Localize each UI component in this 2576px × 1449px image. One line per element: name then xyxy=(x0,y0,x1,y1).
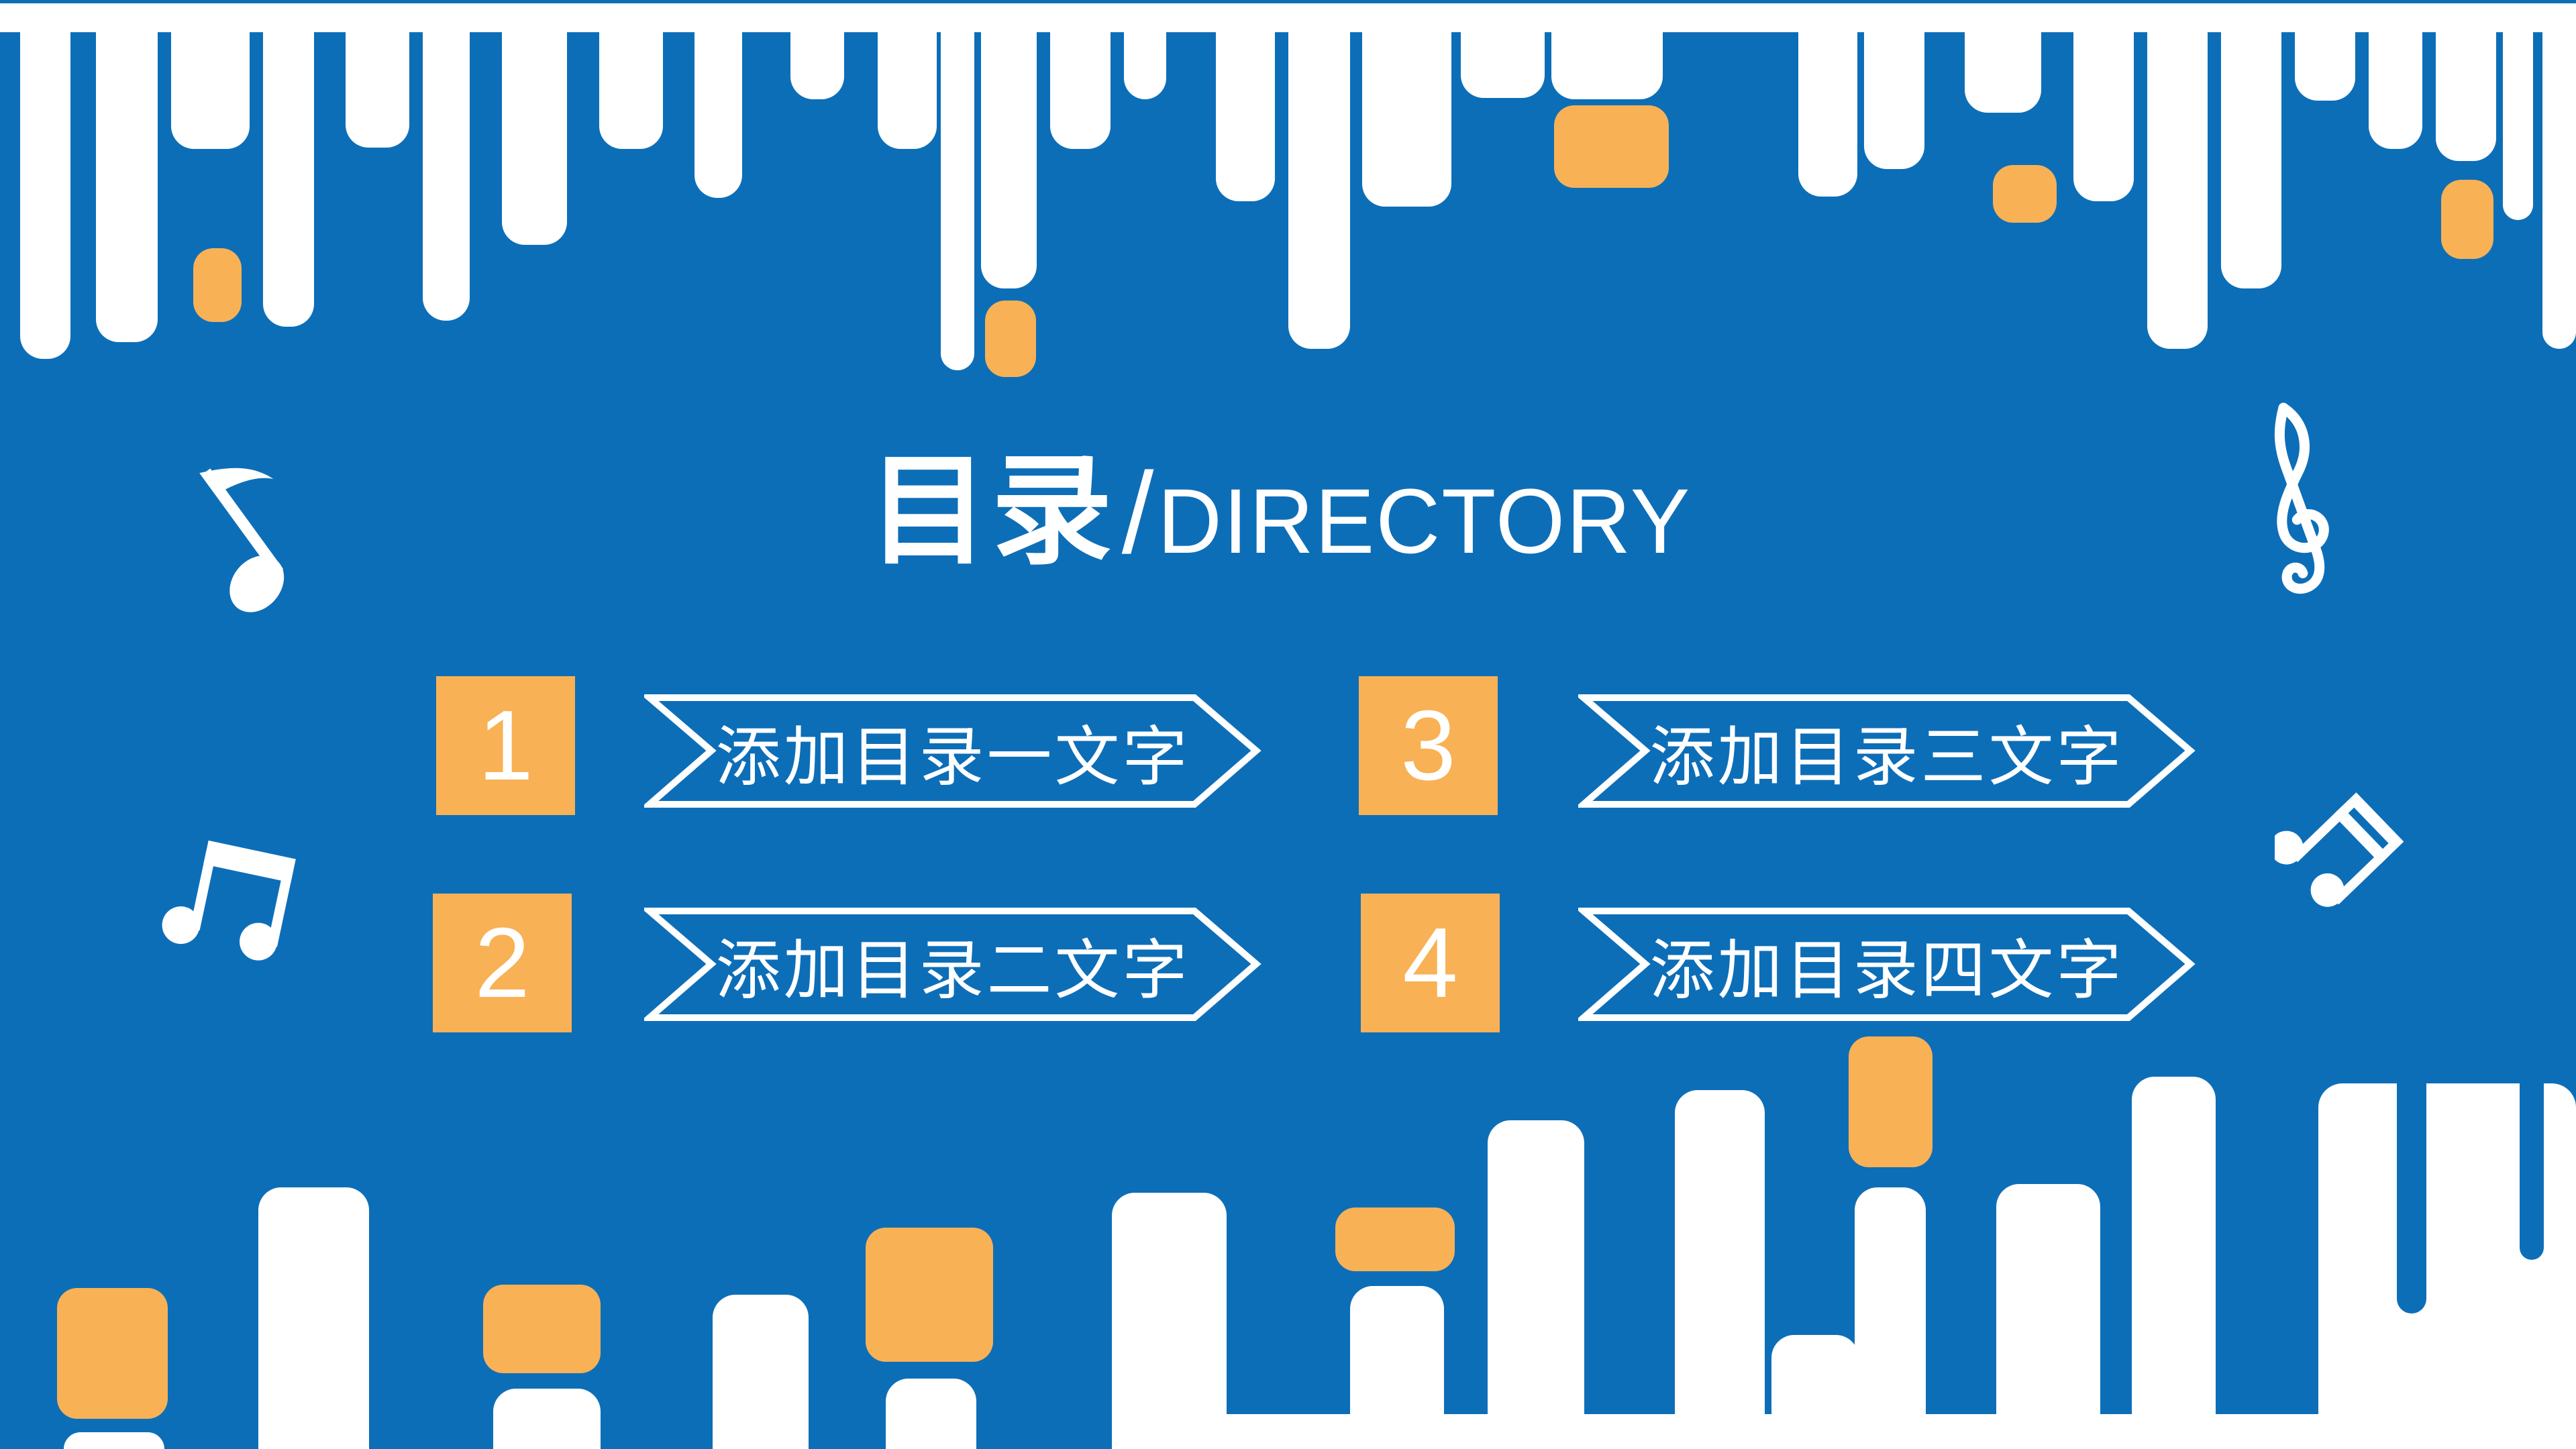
title-english: DIRECTORY xyxy=(1157,470,1692,573)
top-key xyxy=(2542,3,2576,349)
top-key xyxy=(2147,3,2208,349)
item-label: 添加目录二文字 xyxy=(715,934,1190,1007)
chevron-banner-outline xyxy=(644,908,1261,1021)
bottom-bar xyxy=(886,1379,976,1449)
bottom-bar xyxy=(1488,1120,1584,1449)
top-key xyxy=(96,3,158,342)
corner-blue-slit xyxy=(2397,1040,2426,1313)
orange-capsule xyxy=(2441,180,2493,259)
top-key xyxy=(941,3,974,370)
title-cjk: 目录 xyxy=(868,444,1115,579)
top-key xyxy=(2221,3,2281,288)
corner-blue-slit xyxy=(2520,1040,2544,1260)
beamed-notes-icon xyxy=(162,840,296,961)
orange-capsule xyxy=(1849,1036,1933,1167)
top-key xyxy=(981,3,1037,288)
top-key xyxy=(502,3,567,245)
orange-capsule xyxy=(1554,105,1669,188)
orange-capsule xyxy=(1335,1208,1455,1271)
sixteenth-notes-icon xyxy=(2275,792,2404,907)
bottom-bar xyxy=(493,1389,601,1449)
bottom-bar xyxy=(258,1187,369,1449)
item-label: 添加目录一文字 xyxy=(715,720,1190,794)
orange-capsule xyxy=(866,1228,993,1362)
bottom-bar xyxy=(1996,1184,2100,1449)
item-banner[interactable]: 添加目录二文字 xyxy=(644,906,1261,1023)
item-label: 添加目录四文字 xyxy=(1649,934,2124,1007)
bottom-bar xyxy=(1112,1193,1227,1449)
top-key xyxy=(263,3,314,327)
top-key xyxy=(1288,3,1350,349)
top-key xyxy=(694,3,742,198)
item-number-badge[interactable]: 1 xyxy=(436,676,575,815)
title-divider: / xyxy=(1121,449,1154,578)
top-key xyxy=(423,3,470,321)
top-key xyxy=(2073,3,2134,201)
item-banner[interactable]: 添加目录一文字 xyxy=(644,692,1261,810)
item-banner[interactable]: 添加目录四文字 xyxy=(1578,906,2196,1023)
chevron-banner-outline xyxy=(1578,908,2196,1021)
bottom-bar xyxy=(713,1295,809,1449)
page-title: 目录 / DIRECTORY xyxy=(0,413,2576,588)
chevron-banner-outline xyxy=(1578,694,2196,808)
eighth-note-icon xyxy=(199,468,285,612)
orange-capsule xyxy=(985,301,1036,377)
item-number-badge[interactable]: 2 xyxy=(433,894,572,1032)
orange-capsule xyxy=(193,248,242,322)
bottom-bar xyxy=(64,1432,164,1449)
top-key xyxy=(1798,3,1857,197)
orange-capsule xyxy=(1993,165,2057,223)
orange-capsule xyxy=(57,1288,168,1419)
bottom-bar xyxy=(1350,1286,1444,1449)
bottom-bar xyxy=(2132,1077,2216,1449)
top-key xyxy=(1216,3,1275,201)
item-banner[interactable]: 添加目录三文字 xyxy=(1578,692,2196,810)
chevron-banner-outline xyxy=(644,694,1261,808)
bottom-bar xyxy=(1675,1090,1765,1449)
bottom-bar xyxy=(1771,1335,1859,1449)
orange-capsule xyxy=(483,1285,601,1373)
item-number-badge[interactable]: 4 xyxy=(1361,894,1500,1032)
top-key xyxy=(20,3,70,359)
item-label: 添加目录三文字 xyxy=(1649,720,2124,794)
bottom-bar xyxy=(1855,1187,1926,1449)
item-number-badge[interactable]: 3 xyxy=(1359,676,1498,815)
top-key xyxy=(2503,3,2533,220)
top-key xyxy=(1362,3,1451,207)
top-white-band xyxy=(0,3,2576,32)
treble-clef-icon xyxy=(2274,402,2329,594)
